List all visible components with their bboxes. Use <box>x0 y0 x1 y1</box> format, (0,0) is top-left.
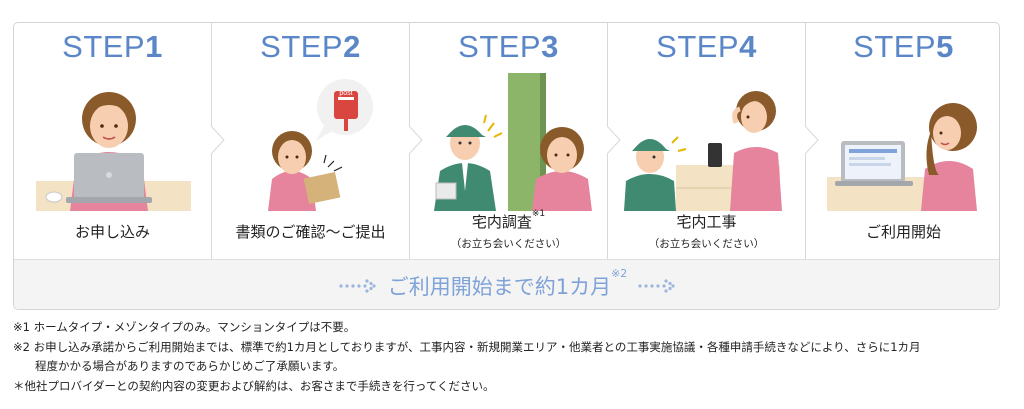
step-4-label: 宅内工事 <box>676 213 737 231</box>
footnotes: ※1 ホームタイプ・メゾンタイプのみ。マンションタイプは不要。 ※2 お申し込み… <box>13 318 1008 396</box>
home-inspection-illustration <box>434 73 592 211</box>
footnote-1: ※1 ホームタイプ・メゾンタイプのみ。マンションタイプは不要。 <box>13 320 356 334</box>
step-4: STEP4 宅内工事 （お立ち会いください） <box>608 23 805 259</box>
step-1-label: お申し込み <box>74 223 150 241</box>
steps-row: STEP1 お申し込み STEP2 <box>14 23 999 259</box>
step-3-title: STEP3 <box>458 29 559 64</box>
duration-text: ご利用開始まで約1カ月※2 <box>387 266 628 299</box>
step-5-label: ご利用開始 <box>865 223 941 241</box>
chevron-right-icon <box>805 126 819 154</box>
step-3: STEP3 宅内調査※1 （お立ち会いください） <box>410 23 607 259</box>
step-4-title: STEP4 <box>656 29 757 64</box>
dotted-arrow-right-icon <box>638 278 675 293</box>
applying-online-illustration <box>36 92 191 211</box>
installation-illustration <box>624 91 782 211</box>
chevron-right-icon <box>409 126 423 154</box>
step-4-note: （お立ち会いください） <box>648 238 765 250</box>
chevron-right-icon <box>607 126 621 154</box>
step-2-title: STEP2 <box>260 29 361 64</box>
step-2: STEP2 post 書類のご確認〜ご提出 <box>212 23 409 259</box>
step-2-label: 書類のご確認〜ご提出 <box>235 223 386 241</box>
footnote-3: ＊他社プロバイダーとの契約内容の変更および解約は、お客さまで手続きを行ってくださ… <box>13 378 495 393</box>
dotted-arrow-right-icon <box>339 278 376 293</box>
footnote-2: ※2 お申し込み承諾からご利用開始までは、標準で約1カ月としておりますが、工事内… <box>13 339 921 354</box>
duration-banner: ご利用開始まで約1カ月※2 <box>14 259 999 309</box>
step-1-title: STEP1 <box>62 29 163 64</box>
documents-illustration: post <box>268 79 373 211</box>
step-5: STEP5 ご利用開始 <box>806 23 999 259</box>
post-label: post <box>339 90 352 97</box>
chevron-right-icon <box>211 126 225 154</box>
step-3-label: 宅内調査※1 <box>471 209 546 231</box>
step-3-note: （お立ち会いください） <box>450 238 567 250</box>
step-1: STEP1 お申し込み <box>14 23 211 259</box>
footnote-2-continued: 程度かかる場合がありますのであらかじめご了承願います。 <box>35 359 345 373</box>
signup-flow-panel: STEP1 お申し込み STEP2 <box>13 22 1000 310</box>
service-start-illustration <box>827 103 977 211</box>
step-5-title: STEP5 <box>853 29 954 64</box>
